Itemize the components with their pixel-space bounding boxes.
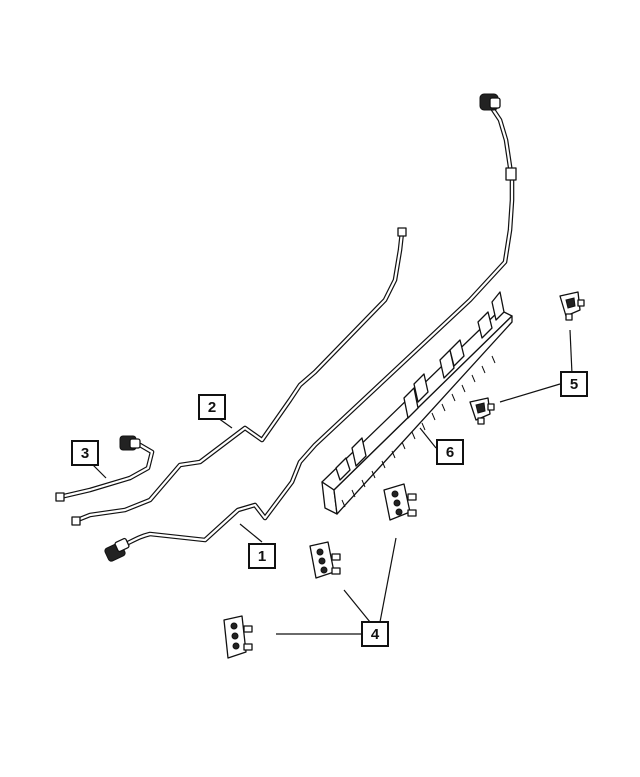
callout-2: 2	[198, 394, 226, 420]
callout-6: 6	[436, 439, 464, 465]
clip-part-5-upper	[559, 291, 585, 321]
callout-5-label: 5	[570, 376, 578, 393]
fuel-line-part-1	[104, 93, 517, 562]
callout-1: 1	[248, 543, 276, 569]
callout-1-label: 1	[258, 548, 266, 565]
callout-4: 4	[361, 621, 389, 647]
fuel-line-part-3	[55, 435, 155, 502]
part-3-quick-connector	[119, 435, 141, 451]
line-shield-part-6	[321, 291, 513, 515]
rear-quick-connector	[479, 93, 501, 111]
clip-part-4-middle	[309, 541, 341, 579]
clip-part-4-right	[383, 483, 417, 521]
callout-2-label: 2	[208, 399, 216, 416]
callout-3-label: 3	[81, 445, 89, 462]
leader-lines	[91, 329, 573, 635]
fuel-line-part-2	[71, 227, 407, 526]
callout-5: 5	[560, 371, 588, 397]
callout-3: 3	[71, 440, 99, 466]
clip-part-5-lower	[469, 397, 495, 425]
clip-part-4-left	[223, 615, 253, 659]
front-quick-connector	[104, 537, 130, 562]
callout-4-label: 4	[371, 626, 380, 643]
callout-6-label: 6	[446, 444, 454, 461]
